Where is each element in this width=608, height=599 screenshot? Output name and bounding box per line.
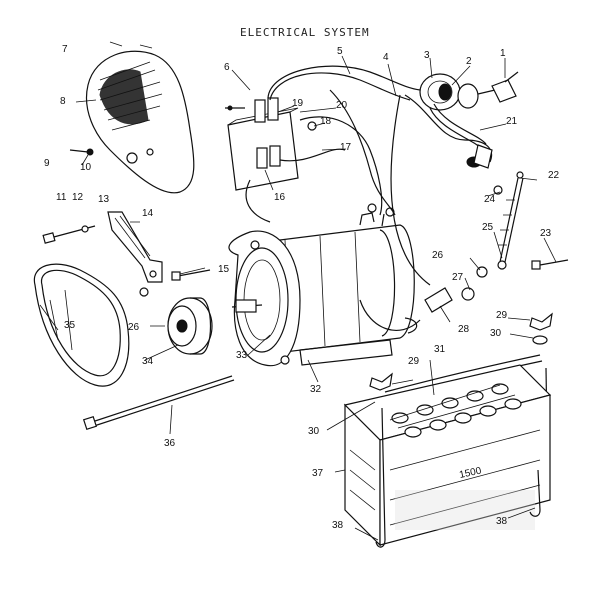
callout-30-left: 30 xyxy=(308,426,320,437)
callout-9: 9 xyxy=(44,158,50,169)
hold-down-rods xyxy=(375,407,541,548)
wing-nut-right xyxy=(529,312,553,331)
callout-2: 2 xyxy=(466,56,472,67)
callout-12: 12 xyxy=(72,192,84,203)
ignition-switch xyxy=(419,73,496,111)
adjusting-bracket xyxy=(107,211,163,283)
callout-20: 20 xyxy=(336,100,348,111)
sleeve-28 xyxy=(424,287,453,313)
callout-3: 3 xyxy=(424,50,430,61)
callout-25: 25 xyxy=(482,222,494,233)
callout-35: 35 xyxy=(64,320,76,331)
callout-16: 16 xyxy=(274,192,286,203)
callout-27: 27 xyxy=(452,272,464,283)
callout-4: 4 xyxy=(383,52,389,63)
callout-34: 34 xyxy=(142,356,154,367)
callout-19: 19 xyxy=(292,98,304,109)
bolt-15 xyxy=(171,269,211,281)
callout-36: 36 xyxy=(164,438,176,449)
voltage-regulator xyxy=(225,97,299,191)
callout-30-right: 30 xyxy=(490,328,502,339)
terminal-connector xyxy=(491,71,519,103)
callout-23: 23 xyxy=(540,228,552,239)
bolt-11-12 xyxy=(42,225,96,244)
washer-27 xyxy=(461,287,475,301)
fan-shroud xyxy=(86,41,195,194)
wing-nut-left xyxy=(369,372,393,391)
fan-belt xyxy=(33,263,130,387)
generator xyxy=(228,203,418,367)
callout-24: 24 xyxy=(484,194,496,205)
diagram-title: ELECTRICAL SYSTEM xyxy=(240,26,370,39)
callout-33: 33 xyxy=(236,350,248,361)
long-bolt xyxy=(82,375,235,431)
callout-26-right: 26 xyxy=(432,250,444,261)
callout-38-right: 38 xyxy=(496,516,508,527)
pulley xyxy=(167,297,213,355)
washer-30-right xyxy=(532,335,548,345)
battery-label: 1500 xyxy=(458,465,482,480)
callout-28: 28 xyxy=(458,324,470,335)
callout-21: 21 xyxy=(506,116,518,127)
nut-18 xyxy=(307,121,317,131)
callout-15: 15 xyxy=(218,264,230,275)
callout-13: 13 xyxy=(98,194,110,205)
callout-1: 1 xyxy=(500,48,506,59)
battery: 1500 xyxy=(343,364,552,547)
leader-lines xyxy=(39,55,557,541)
screw-9-10 xyxy=(69,148,94,156)
callout-38-left: 38 xyxy=(332,520,344,531)
callout-37: 37 xyxy=(312,468,324,479)
ground-strap xyxy=(497,171,524,270)
callout-11: 11 xyxy=(56,192,67,203)
callout-29-left: 29 xyxy=(408,356,420,367)
cable-boot xyxy=(429,103,493,169)
callout-8: 8 xyxy=(60,96,66,107)
nut-26-left xyxy=(139,287,149,297)
callout-6: 6 xyxy=(224,62,230,73)
callout-10: 10 xyxy=(80,162,92,173)
callout-5: 5 xyxy=(337,46,343,57)
callout-32: 32 xyxy=(310,384,322,395)
callout-31: 31 xyxy=(434,344,446,355)
bolt-23 xyxy=(531,259,569,270)
callout-18: 18 xyxy=(320,116,332,127)
callouts: 1 2 3 4 5 6 7 8 9 10 11 12 13 14 15 16 1… xyxy=(44,44,560,531)
callout-17: 17 xyxy=(340,142,352,153)
callout-14: 14 xyxy=(142,208,154,219)
callout-29-right: 29 xyxy=(496,310,508,321)
callout-26-left: 26 xyxy=(128,322,140,333)
callout-22: 22 xyxy=(548,170,560,181)
callout-7: 7 xyxy=(62,44,68,55)
